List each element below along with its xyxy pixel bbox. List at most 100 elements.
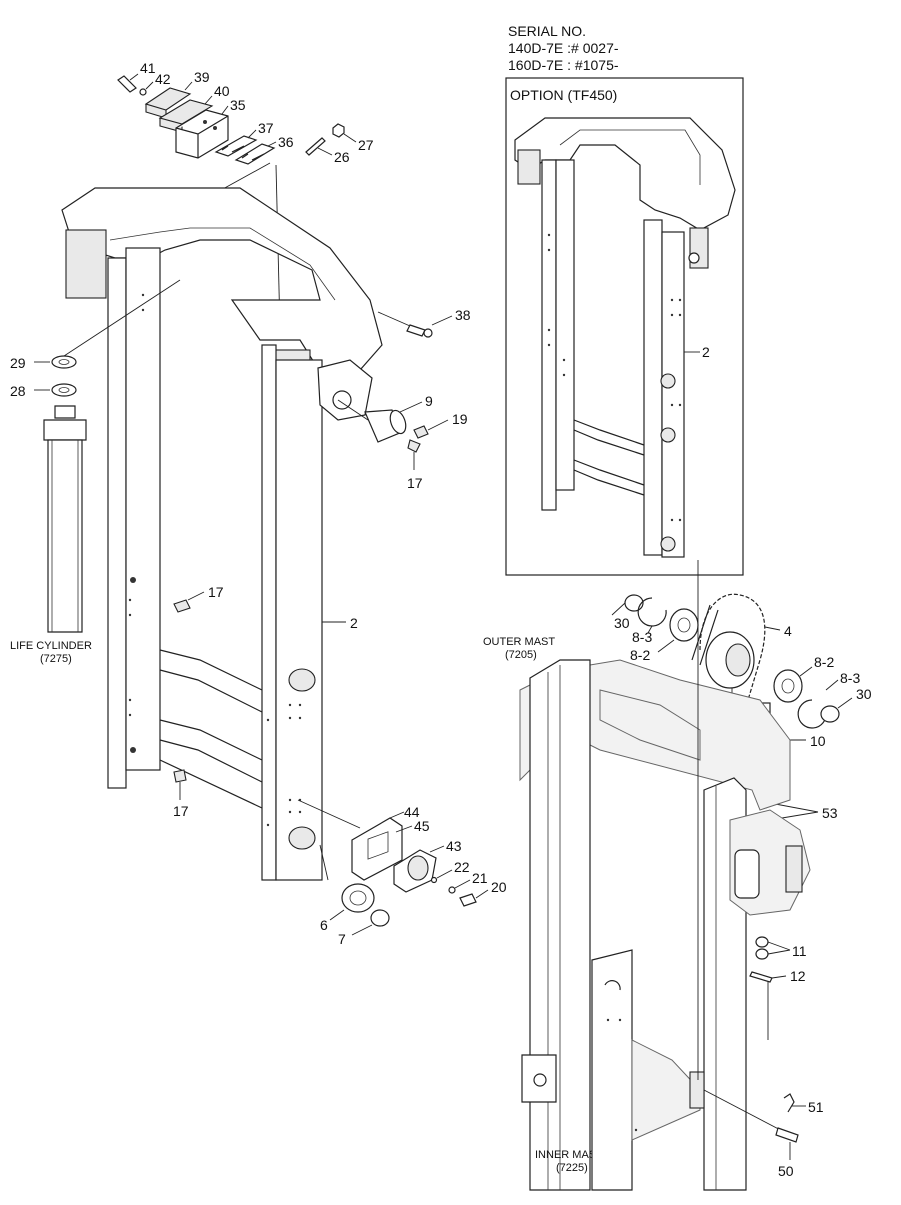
lift-cylinder-code: (7275) (40, 653, 72, 665)
nut-27 (332, 123, 345, 138)
callout-8-3-right: 8-3 (840, 670, 860, 686)
main-mast-assembly: 2 (61, 187, 383, 881)
lift-cylinder-group: 29 28 LIFE CYLINDER (7275) (10, 279, 181, 665)
serial-title: SERIAL NO. (508, 23, 586, 39)
callout-4: 4 (784, 623, 792, 639)
callout-22: 22 (454, 859, 470, 875)
option-left-rail-web (555, 159, 575, 491)
outer-mast-name: OUTER MAST (483, 636, 555, 648)
option-left-rail (541, 159, 557, 511)
chain-anchor-block (689, 1071, 705, 1109)
callout-36: 36 (278, 134, 294, 150)
option-roller-1 (660, 373, 676, 389)
left-rail-inner (125, 247, 161, 771)
callout-20: 20 (491, 879, 507, 895)
lift-cylinder-name: LIFE CYLINDER (10, 640, 92, 652)
serial-line-140d: 140D-7E :# 0027- (508, 40, 619, 56)
outer-mast-code: (7205) (505, 649, 537, 661)
lift-cylinder (47, 439, 83, 633)
snap-ring-7 (370, 909, 390, 927)
roller-lower (288, 826, 316, 850)
grease-nipple-17-low (173, 769, 187, 783)
brace-1b (159, 669, 263, 713)
bottom-bracket-parts: 44 45 43 22 21 20 6 7 (297, 799, 507, 947)
callout-17-top: 17 (407, 475, 423, 491)
callout-37: 37 (258, 120, 274, 136)
option-label: OPTION (TF450) (510, 87, 617, 103)
roller-6 (341, 883, 375, 913)
callout-8-3-left: 8-3 (632, 629, 652, 645)
grease-nipples: 17 17 (173, 584, 224, 819)
cylinder-head (54, 405, 76, 419)
cylinder-collar (43, 419, 87, 441)
anchor-block (734, 849, 760, 899)
bearing-8-2-right (773, 669, 803, 703)
snap-ring-30-left (624, 594, 644, 612)
callout-39: 39 (194, 69, 210, 85)
main-crosshead-inner (109, 227, 336, 301)
top-bracket-parts: 41 42 39 40 35 37 36 26 27 (117, 60, 374, 331)
callout-42: 42 (155, 71, 171, 87)
left-pad (65, 229, 107, 299)
bolt-38-group: 38 (377, 307, 471, 338)
serial-number-block: SERIAL NO. 140D-7E :# 0027- 160D-7E : #1… (508, 23, 619, 73)
block-35 (175, 109, 229, 159)
option-right-rail-web (643, 219, 663, 556)
callout-17-mid: 17 (208, 584, 224, 600)
inner-mast-code: (7225) (556, 1162, 588, 1174)
callout-9: 9 (425, 393, 433, 409)
callout-26: 26 (334, 149, 350, 165)
callout-27: 27 (358, 137, 374, 153)
callout-45: 45 (414, 818, 430, 834)
cylinder-bracket (317, 359, 373, 421)
washer-28 (51, 383, 77, 397)
callout-8-2-right: 8-2 (814, 654, 834, 670)
option-brace-1b (573, 429, 645, 456)
callout-40: 40 (214, 83, 230, 99)
retaining-ring-8-3-left (637, 597, 667, 627)
grease-nipple-17-top (407, 439, 421, 453)
pin-50 (775, 1127, 799, 1143)
bolt-41 (117, 75, 137, 93)
nut-11-upper (755, 936, 769, 948)
washer-29 (51, 355, 77, 369)
inner-hole (604, 980, 621, 991)
option-bolt-holes (547, 233, 682, 522)
main-bolt-holes (128, 293, 302, 827)
nut-11-lower (755, 948, 769, 960)
callout-43: 43 (446, 838, 462, 854)
bolt-19 (413, 425, 429, 439)
left-rail-outer (107, 257, 127, 789)
callout-12: 12 (790, 968, 806, 984)
callout-30-right: 30 (856, 686, 872, 702)
callout-11: 11 (792, 943, 807, 959)
callout-44: 44 (404, 804, 420, 820)
option-roller-2 (660, 427, 676, 443)
option-frame (505, 77, 744, 576)
option-tf450-panel: OPTION (TF450) 2 (505, 77, 744, 576)
callout-41: 41 (140, 60, 156, 76)
brace-2 (159, 719, 263, 761)
bolt-20 (459, 893, 477, 907)
clip-51 (783, 1093, 795, 1113)
chain-links (691, 604, 719, 666)
option-brace-2 (573, 459, 645, 486)
callout-6: 6 (320, 917, 328, 933)
callout-10: 10 (810, 733, 826, 749)
option-left-pad (517, 149, 541, 185)
callout-53: 53 (822, 805, 838, 821)
callout-51: 51 (808, 1099, 824, 1115)
callout-7: 7 (338, 931, 346, 947)
callout-28: 28 (10, 383, 26, 399)
callout-2-option: 2 (702, 344, 710, 360)
callout-30-left: 30 (614, 615, 630, 631)
inner-left-channel (591, 949, 633, 1191)
callout-21: 21 (472, 870, 488, 886)
option-right-rail (661, 231, 685, 558)
callout-8-2-left: 8-2 (630, 647, 650, 663)
outer-crossbeam-web (599, 689, 701, 761)
bolt-38 (406, 324, 426, 337)
callout-29: 29 (10, 355, 26, 371)
